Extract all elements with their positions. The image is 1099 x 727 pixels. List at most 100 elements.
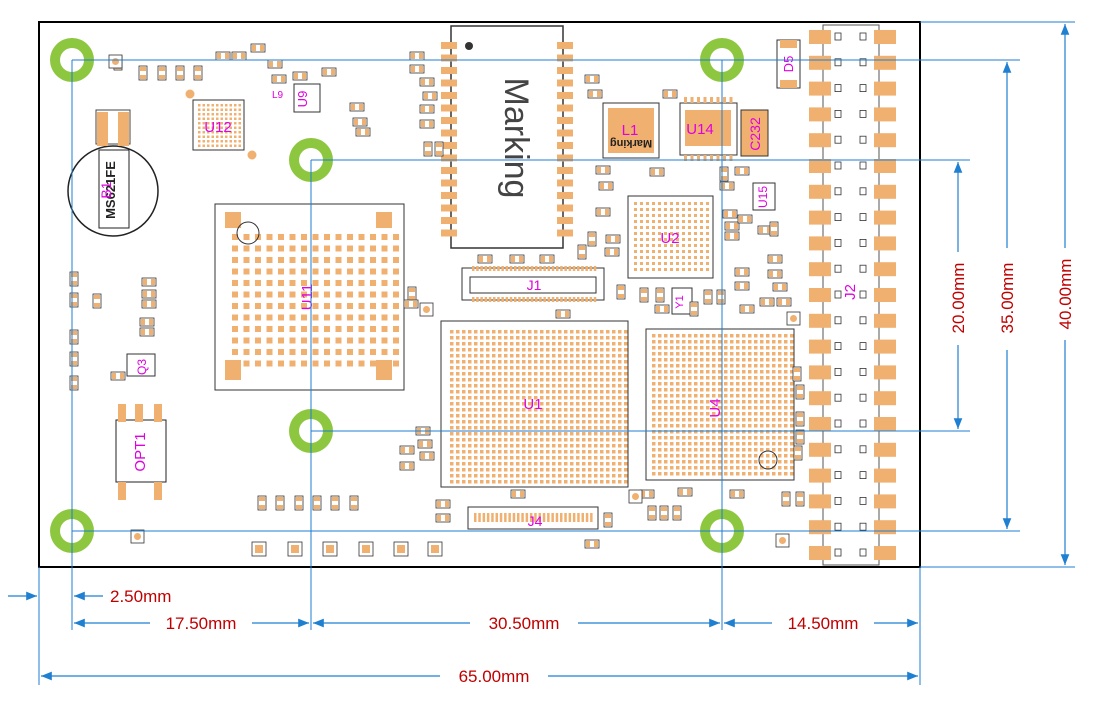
bga-ball [546,330,550,334]
header-pad-right [874,391,896,406]
bga-ball [700,346,704,350]
bga-ball [468,378,472,382]
passive-pad [425,151,431,155]
passive-pad [605,514,611,518]
bga-ball [564,474,568,478]
passive-pad [425,143,431,147]
bga-ball [670,226,673,229]
bga-ball [670,250,673,253]
connector-pin [472,297,475,302]
label-opt1: OPT1 [132,432,149,471]
bga-ball [202,104,205,107]
passive-body [141,277,157,287]
bga-ball [528,360,532,364]
bga-ball [243,234,250,240]
bga-ball [724,472,728,476]
bga-ball [736,448,740,452]
bga-ball [658,382,662,386]
bga-ball [534,474,538,478]
bga-ball [582,390,586,394]
bga-ball [528,462,532,466]
bga-ball [754,412,758,416]
passive-pad [606,249,610,255]
bga-ball [618,390,622,394]
bga-ball [594,456,598,460]
bga-ball [688,214,691,217]
bga-ball [358,303,365,309]
passive-pad [143,301,147,307]
chip-u15 [752,182,776,211]
bga-ball [706,268,709,271]
bga-ball [766,394,770,398]
passive-pad [797,439,803,443]
bga-ball [570,396,574,400]
bga-ball [730,334,734,338]
passive-pad [618,286,624,290]
bga-ball [504,354,508,358]
bga-ball [682,454,686,458]
bga-ball [552,366,556,370]
bga-ball [450,432,454,436]
bga-ball [606,378,610,382]
bga-ball [612,354,616,358]
bga-ball [784,466,788,470]
bga-ball [480,456,484,460]
bga-ball [504,378,508,382]
bga-ball [516,432,520,436]
bga-ball [370,314,376,321]
bga-ball [468,330,472,334]
bga-ball [706,340,710,344]
bga-ball [570,432,574,436]
bga-ball [335,245,342,252]
bga-ball [278,280,284,286]
passive-pad [445,501,449,507]
bga-ball [510,360,514,364]
bga-ball [546,348,550,352]
bga-ball [772,412,776,416]
bga-ball [612,438,616,442]
bga-ball [652,358,656,362]
bga-ball [534,450,538,454]
label-u12: U12 [204,119,232,136]
bga-ball [730,466,734,470]
chip-u9 [293,83,321,113]
bga-ball [570,450,574,454]
bga-ball [652,442,656,446]
bga-ball [742,346,746,350]
bga-ball [694,268,697,271]
bga-ball [736,436,740,440]
passive-pad [401,463,405,469]
bga-ball [766,340,770,344]
connector-pin [495,513,498,522]
bga-ball [694,346,698,350]
bga-ball [582,438,586,442]
passive-pad [782,284,786,290]
bga-ball [790,400,794,404]
bga-ball [207,144,210,147]
bga-ball [498,342,502,346]
bga-ball [335,326,342,332]
bga-ball [658,394,662,398]
bga-ball [468,336,472,340]
header-pad-right [874,55,896,70]
bga-ball [688,256,691,259]
bga-ball [772,382,776,386]
bga-ball [462,390,466,394]
bga-ball [618,480,622,484]
bga-ball [492,348,496,352]
passive-pad [277,505,283,509]
bga-ball [522,354,526,358]
header-pin [859,522,867,531]
bga-ball [600,390,604,394]
bga-ball [522,372,526,376]
bga-ball [682,376,686,380]
bga-ball [688,250,691,253]
bga-ball [760,370,764,374]
bga-ball [243,360,250,367]
bga-ball [718,430,722,434]
bga-ball [301,360,307,367]
bga-ball [700,256,703,259]
bga-ball [664,352,668,356]
bga-ball [198,104,201,107]
bga-ball [784,334,788,338]
